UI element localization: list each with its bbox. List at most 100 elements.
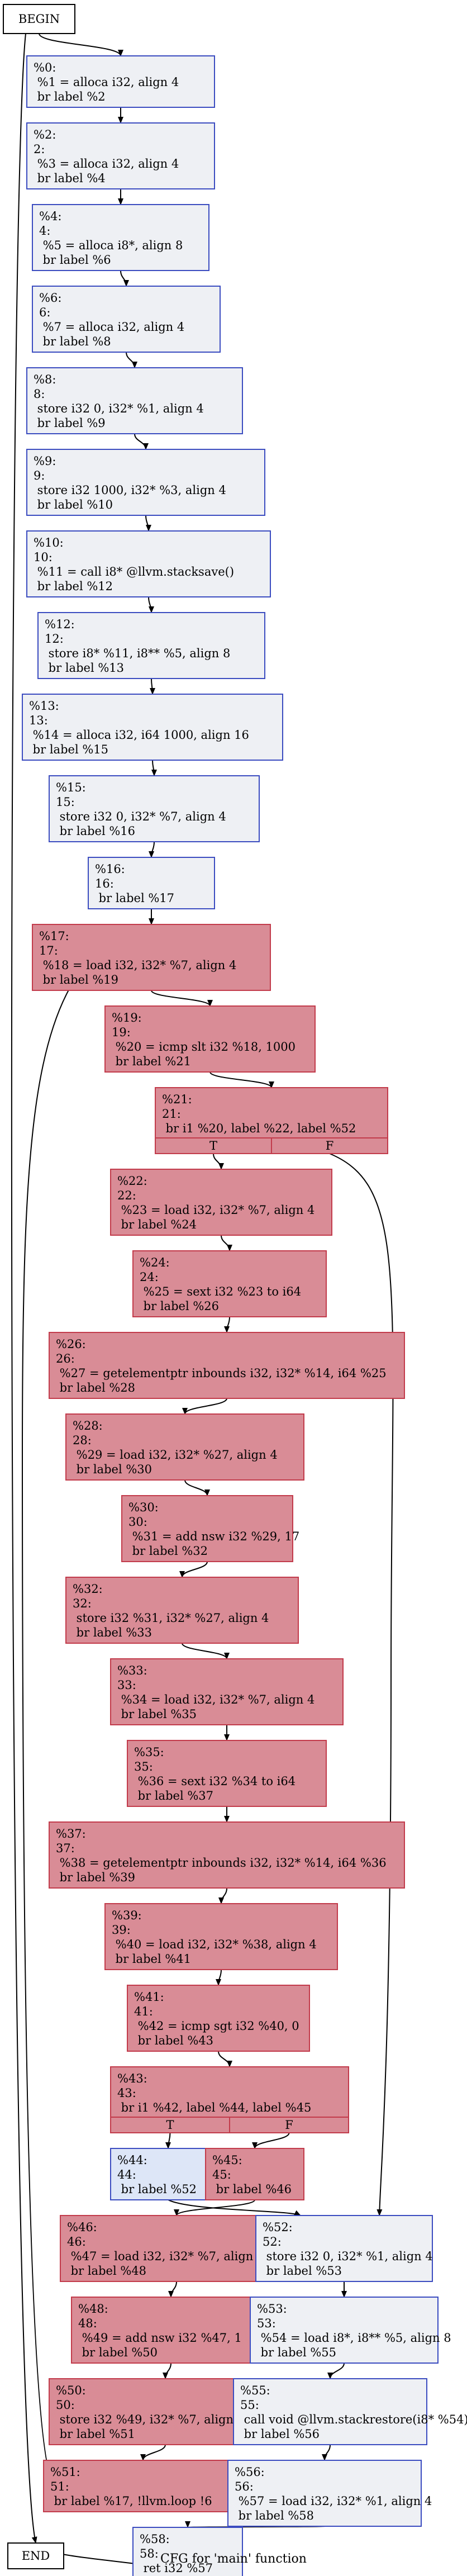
- cfg-node-line: 41:: [134, 2005, 153, 2018]
- cfg-node-line: 32:: [73, 1597, 92, 1610]
- cfg-node-line: store i32 %49, i32* %7, align 4: [56, 2413, 245, 2426]
- cfg-node-line: br label %37: [134, 1789, 213, 1802]
- cfg-node-box: [37, 612, 265, 679]
- cfg-node-n26: %26:26: %27 = getelementptr inbounds i32…: [49, 1332, 405, 1399]
- cfg-node-line: %34 = load i32, i32* %7, align 4: [117, 1693, 314, 1706]
- cfg-edge-n55-to-n56: [322, 2444, 331, 2461]
- cfg-node-box: [43, 2460, 243, 2512]
- cfg-node-line: call void @llvm.stackrestore(i8* %54): [240, 2413, 467, 2426]
- cfg-node-line: 39:: [112, 1923, 131, 1937]
- cfg-node-line: br label %43: [134, 2034, 213, 2047]
- cfg-edge-n51-to-n17: [21, 935, 116, 2487]
- cfg-node-line: store i8* %11, i8** %5, align 8: [45, 647, 230, 660]
- cfg-edge-n44-to-n52: [168, 2199, 301, 2216]
- cfg-edge-n53-to-n55: [327, 2362, 345, 2379]
- cfg-node-line: %2:: [34, 128, 56, 141]
- cfg-node-line: %41:: [134, 1990, 164, 2004]
- cfg-node-line: store i32 0, i32* %7, align 4: [56, 810, 226, 823]
- cfg-node-begin: BEGIN: [3, 4, 75, 34]
- cfg-node-box: [233, 2378, 427, 2445]
- cfg-node-label: BEGIN: [18, 12, 60, 26]
- cfg-node-line: br i1 %20, label %22, label %52: [162, 1122, 356, 1135]
- cfg-node-n37: %37:37: %38 = getelementptr inbounds i32…: [49, 1821, 405, 1889]
- cfg-node-line: 9:: [34, 469, 45, 482]
- cfg-node-line: br label %41: [112, 1952, 191, 1966]
- branch-port-t: T: [166, 2118, 174, 2132]
- cfg-node-line: %1 = alloca i32, align 4: [34, 75, 179, 89]
- cfg-node-line: %4:: [39, 210, 61, 223]
- cfg-node-n51: %51:51: br label %17, !llvm.loop !6: [43, 2460, 243, 2512]
- cfg-node-line: %30:: [128, 1501, 159, 1514]
- cfg-node-line: br label %9: [34, 416, 106, 430]
- cfg-node-n19: %19:19: %20 = icmp slt i32 %18, 1000 br …: [104, 1005, 316, 1073]
- cfg-node-n6: %6:6: %7 = alloca i32, align 4 br label …: [32, 286, 221, 353]
- cfg-node-line: br label %21: [112, 1055, 191, 1068]
- cfg-node-line: br label %4: [34, 172, 106, 185]
- cfg-node-line: %17:: [39, 929, 69, 943]
- cfg-node-line: br label %35: [117, 1707, 197, 1721]
- cfg-node-box: [65, 1413, 304, 1481]
- cfg-node-n33: %33:33: %34 = load i32, i32* %7, align 4…: [110, 1658, 344, 1725]
- cfg-node-line: %29 = load i32, i32* %27, align 4: [73, 1448, 278, 1462]
- cfg-node-n46: %46:46: %47 = load i32, i32* %7, align 4…: [60, 2215, 293, 2282]
- cfg-node-line: %43:: [117, 2072, 147, 2085]
- cfg-node-line: %50:: [56, 2384, 86, 2397]
- cfg-node-box: [127, 1740, 327, 1807]
- cfg-node-box: [32, 286, 221, 353]
- cfg-node-n35: %35:35: %36 = sext i32 %34 to i64 br lab…: [127, 1740, 327, 1807]
- cfg-node-line: store i32 0, i32* %1, align 4: [34, 402, 204, 415]
- cfg-edge-n9-to-n10: [145, 515, 151, 532]
- cfg-node-box: [32, 204, 209, 271]
- cfg-edge-n4-to-n6: [120, 270, 129, 287]
- cfg-node-line: br label %24: [117, 1218, 197, 1231]
- cfg-node-line: br label %50: [78, 2346, 158, 2359]
- cfg-node-line: br label %2: [34, 90, 106, 103]
- cfg-node-box: [26, 367, 243, 434]
- cfg-node-line: 12:: [45, 632, 64, 646]
- cfg-node-line: %32:: [73, 1582, 103, 1596]
- cfg-node-line: %46:: [67, 2221, 97, 2234]
- cfg-edge-n17-to-n19: [151, 990, 213, 1007]
- cfg-edge-n48-to-n50: [163, 2362, 171, 2379]
- cfg-node-line: 15:: [56, 795, 75, 809]
- cfg-node-line: br label %13: [45, 661, 124, 675]
- cfg-node-line: br label %12: [34, 580, 113, 593]
- cfg-node-n24: %24:24: %25 = sext i32 %23 to i64 br lab…: [132, 1250, 327, 1317]
- cfg-node-line: 24:: [140, 1270, 159, 1284]
- cfg-node-line: 10:: [34, 551, 53, 564]
- cfg-node-line: %47 = load i32, i32* %7, align 4: [67, 2250, 264, 2263]
- cfg-node-line: %44:: [117, 2153, 147, 2167]
- cfg-node-line: store i32 0, i32* %1, align 4: [263, 2250, 433, 2263]
- cfg-node-line: %31 = add nsw i32 %29, 17: [128, 1530, 299, 1543]
- cfg-node-line: 56:: [235, 2480, 254, 2493]
- cfg-node-n2: %2:2: %3 = alloca i32, align 4 br label …: [26, 122, 215, 189]
- cfg-node-line: %8:: [34, 373, 56, 386]
- cfg-node-n22: %22:22: %23 = load i32, i32* %7, align 4…: [110, 1169, 332, 1236]
- cfg-node-line: br label %55: [257, 2346, 336, 2359]
- cfg-node-box: [49, 1821, 405, 1889]
- cfg-node-n48: %48:48: %49 = add nsw i32 %47, 1 br labe…: [71, 2297, 271, 2364]
- cfg-node-line: %36 = sext i32 %34 to i64: [134, 1775, 296, 1788]
- cfg-node-box: [132, 2527, 243, 2576]
- cfg-node-line: 50:: [56, 2398, 75, 2412]
- cfg-edge-n39-to-n41: [216, 1969, 222, 1986]
- cfg-node-n8: %8:8: store i32 0, i32* %1, align 4 br l…: [26, 367, 243, 434]
- cfg-node-line: %49 = add nsw i32 %47, 1: [78, 2331, 242, 2345]
- cfg-node-line: 21:: [162, 1107, 181, 1121]
- cfg-node-box: [26, 122, 215, 189]
- cfg-node-n45: %45:45: br label %46: [205, 2148, 304, 2200]
- cfg-node-line: %26:: [56, 1337, 86, 1351]
- cfg-node-line: 2:: [34, 143, 45, 156]
- cfg-node-line: %14 = alloca i32, i64 1000, align 16: [29, 728, 249, 742]
- cfg-node-line: br label %52: [117, 2183, 197, 2196]
- cfg-node-n41: %41:41: %42 = icmp sgt i32 %40, 0 br lab…: [127, 1985, 310, 2052]
- cfg-node-box: [104, 1903, 338, 1970]
- cfg-node-line: store i32 1000, i32* %3, align 4: [34, 483, 226, 497]
- cfg-node-box: [104, 1005, 316, 1073]
- cfg-node-line: 17:: [39, 944, 58, 957]
- branch-port-t: T: [209, 1139, 217, 1152]
- cfg-node-line: 30:: [128, 1515, 147, 1529]
- cfg-node-line: br label %6: [39, 253, 111, 267]
- cfg-node-line: 19:: [112, 1026, 131, 1039]
